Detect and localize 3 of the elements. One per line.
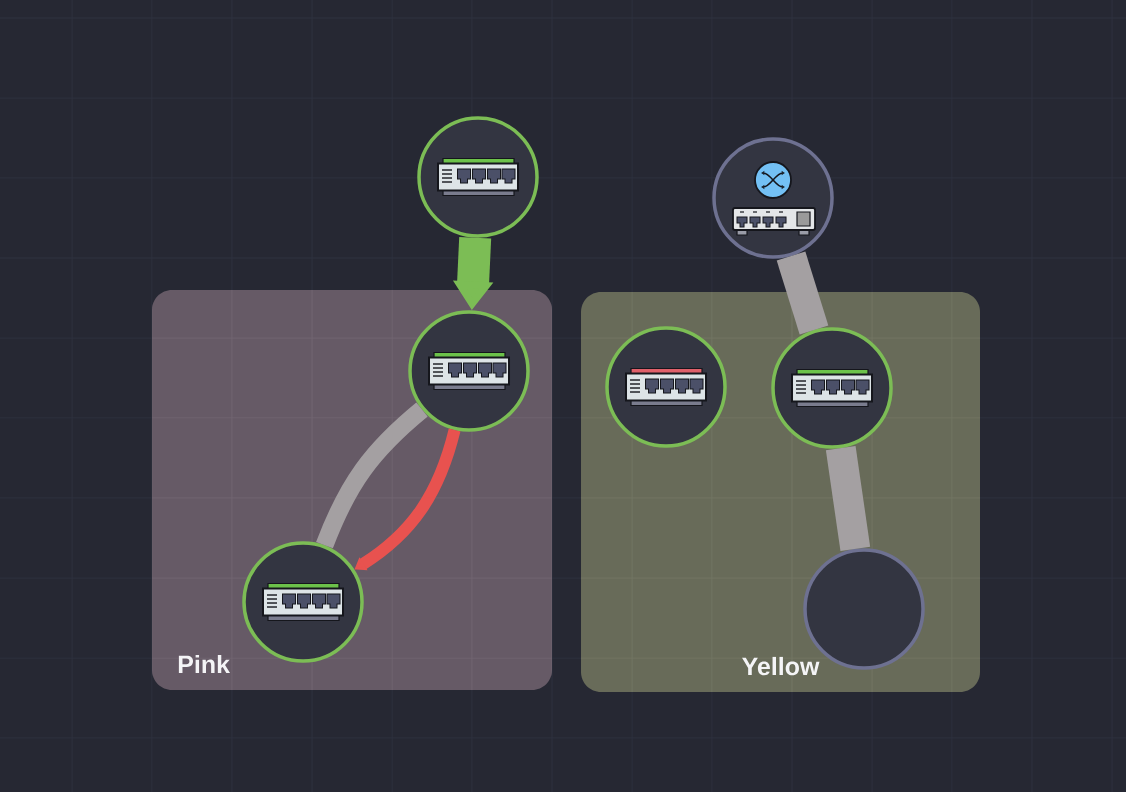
connector-line (825, 445, 871, 552)
connector-line (776, 251, 829, 335)
connector-line (316, 402, 428, 549)
